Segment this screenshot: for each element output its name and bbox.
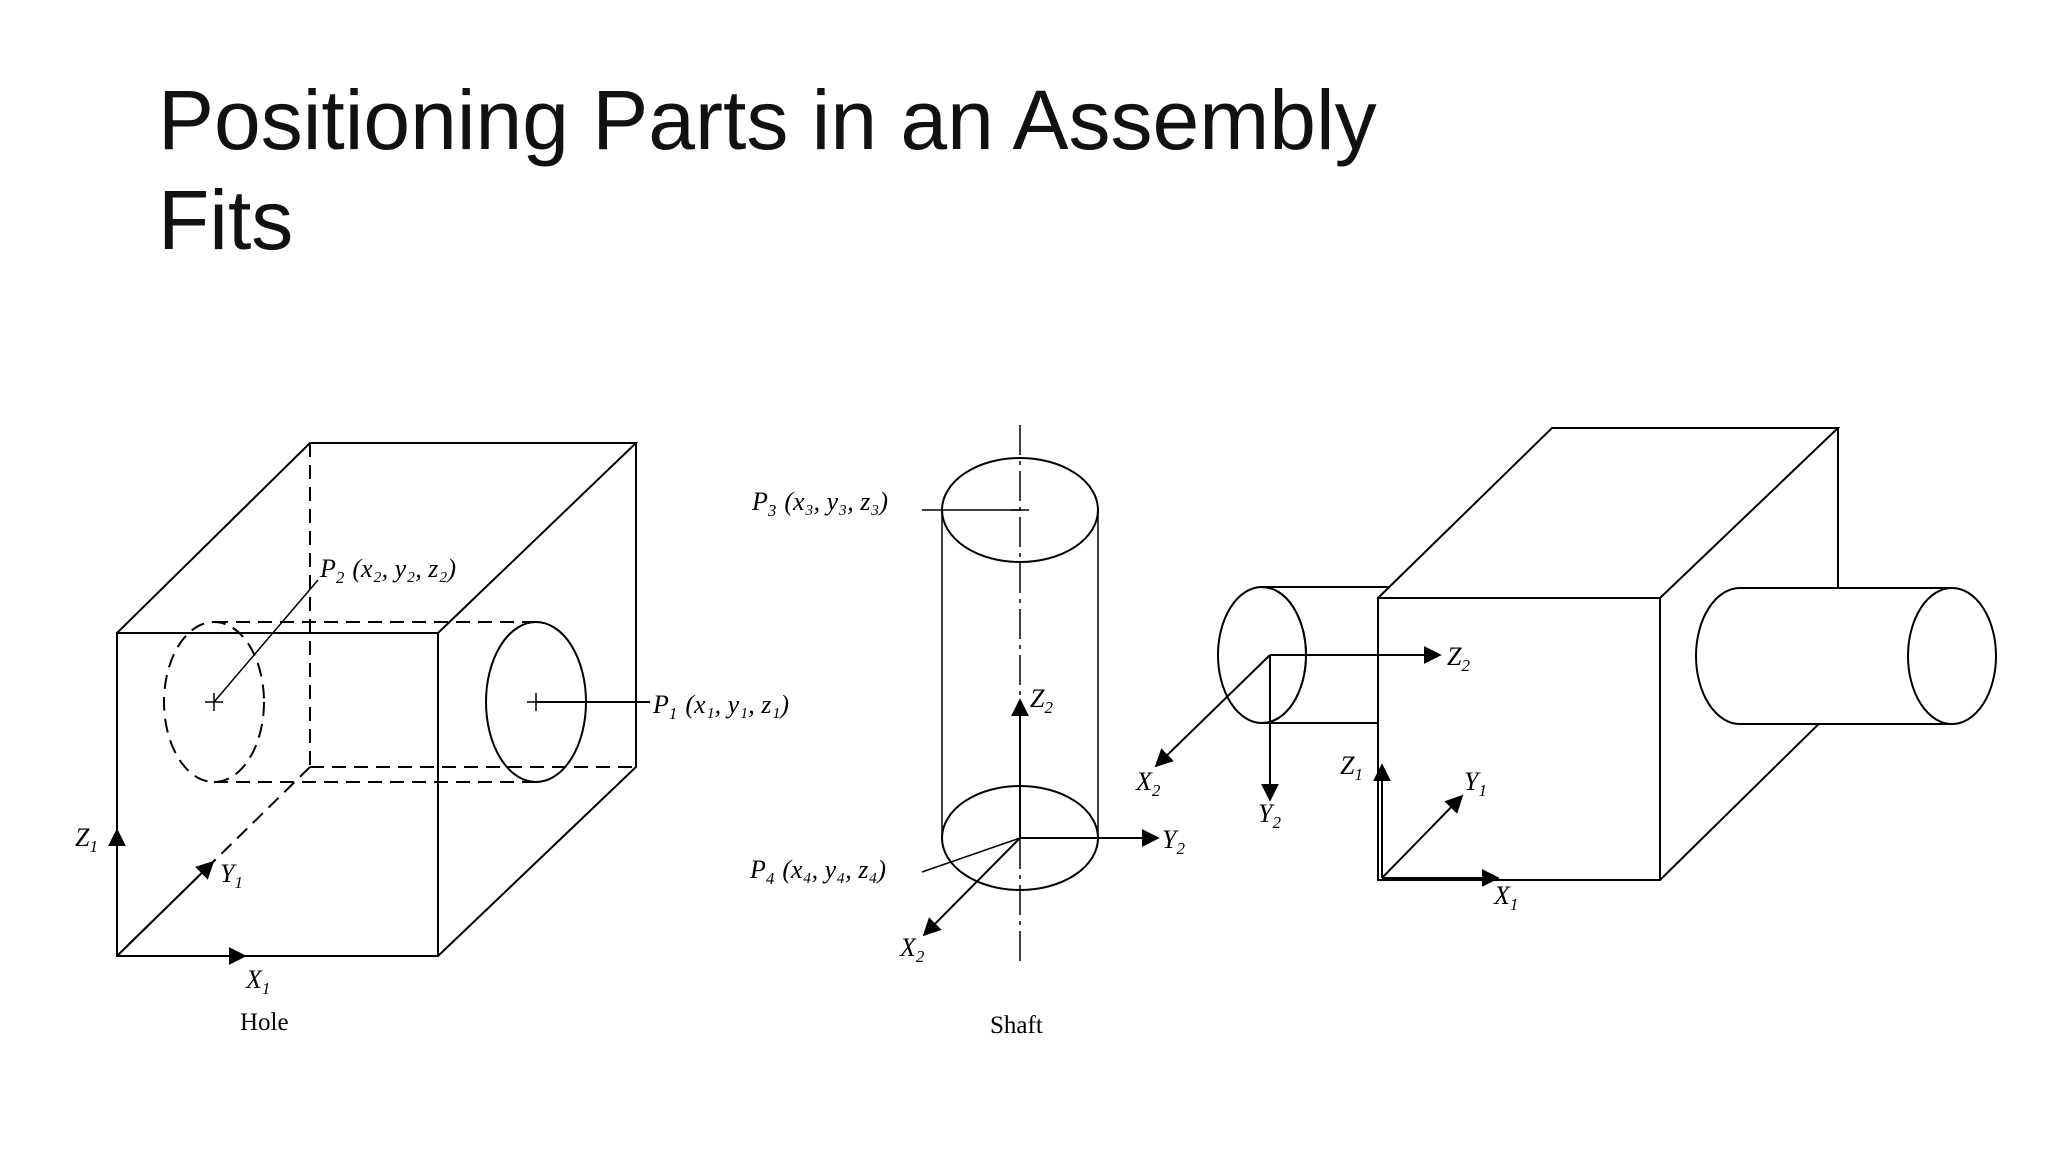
shaft-x-axis xyxy=(922,837,1021,937)
assembly-y1-label: Y1 xyxy=(1464,767,1487,800)
assembly-figure xyxy=(1154,427,1997,887)
assembly-x1-label: X1 xyxy=(1493,881,1518,914)
p4-leader xyxy=(921,837,1021,873)
assembly-right-shaft-end xyxy=(1907,587,1997,725)
title-line-1: Positioning Parts in an Assembly xyxy=(158,73,1377,167)
hole-y-label: Y1 xyxy=(220,859,243,892)
hole-y-axis xyxy=(116,860,215,957)
p4-label: P4(x₄, y₄, z₄) xyxy=(749,855,886,888)
hole-rear-circle xyxy=(163,621,265,783)
assembly-x2-label: X2 xyxy=(1135,767,1161,800)
hole-center-marks xyxy=(205,693,545,711)
title-line-2: Fits xyxy=(158,173,294,267)
assembly-block-top xyxy=(1377,427,1841,599)
p3-label: P3(x₃, y₃, z₃) xyxy=(751,487,888,520)
shaft-z-label: Z2 xyxy=(1030,684,1053,717)
p2-label: P2(x₂, y₂, z₂) xyxy=(319,554,456,587)
assembly-z2-label: Z2 xyxy=(1447,642,1470,675)
hole-x-label: X1 xyxy=(245,965,270,998)
hole-caption: Hole xyxy=(240,1009,289,1036)
assembly-x2-axis xyxy=(1154,654,1271,768)
hole-front-face xyxy=(116,632,439,957)
shaft-y-label: Y2 xyxy=(1162,825,1185,858)
hole-right-face xyxy=(437,443,637,957)
hole-z-label: Z1 xyxy=(75,823,98,856)
slide-title: Positioning Parts in an Assembly Fits xyxy=(158,70,1658,270)
shaft-figure xyxy=(921,425,1160,965)
shaft-x-label: X2 xyxy=(899,933,925,966)
assembly-y2-label: Y2 xyxy=(1258,799,1281,832)
assembly-y1-axis xyxy=(1381,794,1464,879)
p1-label: P1(x₁, y₁, z₁) xyxy=(652,690,789,723)
hole-top-face xyxy=(116,442,639,634)
assembly-z1-label: Z1 xyxy=(1340,751,1363,784)
p2-leader xyxy=(213,579,319,703)
hole-figure xyxy=(108,442,650,965)
assembly-right-shaft-body xyxy=(1695,587,1952,725)
shaft-caption: Shaft xyxy=(990,1012,1043,1039)
